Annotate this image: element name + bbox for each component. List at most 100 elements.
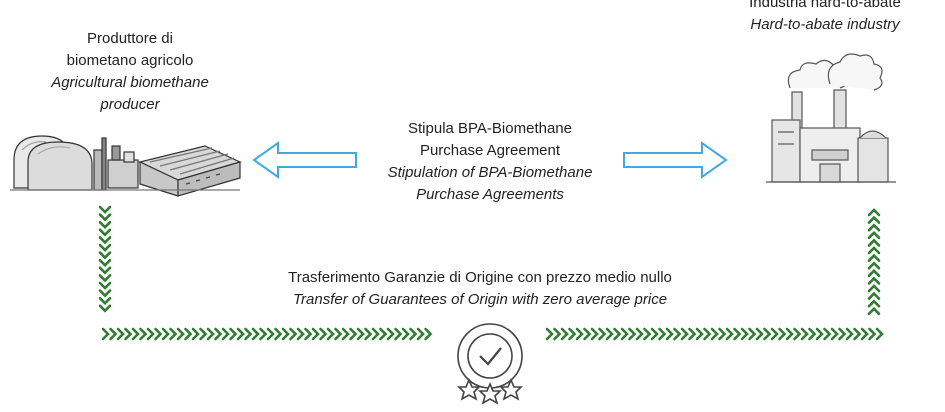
chevron-mark: [867, 223, 881, 232]
certificate-badge-icon: [457, 323, 523, 405]
chevron-mark: [718, 327, 727, 341]
chevron-mark: [583, 327, 592, 341]
chevron-mark: [770, 327, 779, 341]
chevron-mark: [98, 266, 112, 275]
factory-icon: [766, 53, 896, 183]
chevron-mark: [386, 327, 395, 341]
chevron-mark: [161, 327, 170, 341]
chevron-mark: [688, 327, 697, 341]
chevron-mark: [867, 208, 881, 217]
chevron-mark: [98, 213, 112, 222]
chevron-mark: [658, 327, 667, 341]
chevron-mark: [695, 327, 704, 341]
chevron-mark: [553, 327, 562, 341]
chevron-mark: [793, 327, 802, 341]
chevron-mark: [109, 327, 118, 341]
chevron-mark: [867, 230, 881, 240]
chevron-mark: [98, 289, 112, 298]
chevron-mark: [334, 327, 343, 341]
chevron-mark: [710, 327, 719, 341]
chevron-mark: [289, 327, 298, 341]
chevron-mark: [266, 327, 275, 341]
chevron-mark: [838, 327, 847, 341]
chevron-mark: [184, 327, 193, 341]
chevron-mark: [867, 238, 881, 247]
chevron-mark: [703, 327, 712, 341]
chevron-mark: [379, 327, 388, 341]
chevron-mark: [101, 327, 110, 341]
chevron-mark: [785, 327, 794, 341]
chevron-mark: [575, 327, 584, 341]
agreement-line2-en: Purchase Agreements: [416, 186, 564, 203]
chevron-mark: [665, 327, 674, 341]
guarantees-line-it: Trasferimento Garanzie di Origine con pr…: [288, 269, 672, 286]
chevron-mark: [416, 327, 425, 341]
guarantees-line-en: Transfer of Guarantees of Origin with ze…: [292, 291, 668, 308]
chevron-mark: [98, 220, 112, 230]
producer-title-en: Agricultural biomethane: [51, 74, 209, 91]
chevron-mark: [98, 236, 112, 245]
industry-label: Industria hard-to-abate Hard-to-abate in…: [700, 0, 945, 36]
agreement-arrow-right: [623, 141, 728, 179]
chevron-mark: [867, 291, 881, 300]
industry-title-en: Hard-to-abate industry: [750, 16, 900, 33]
guarantees-label: Trasferimento Garanzie di Origine con pr…: [180, 267, 780, 311]
chevron-mark: [680, 327, 689, 341]
chevron-mark: [371, 327, 380, 341]
chevron-mark: [116, 327, 125, 341]
chevron-mark: [867, 246, 881, 255]
chevron-mark: [424, 327, 433, 341]
chevron-mark: [733, 327, 742, 341]
chevron-mark: [778, 327, 787, 341]
chevron-mark: [845, 327, 854, 341]
chevron-mark: [311, 327, 320, 341]
chevron-mark: [326, 327, 335, 341]
agreement-arrow-left: [252, 141, 357, 179]
chevron-mark: [590, 327, 599, 341]
chevron-mark: [229, 327, 238, 341]
agreement-line1-it: Stipula BPA-Biomethane: [408, 120, 572, 137]
chevron-mark: [875, 327, 884, 341]
chevron-mark: [545, 327, 554, 341]
chevron-mark: [98, 251, 112, 260]
guarantees-chevron-path-bottom-left: [101, 327, 433, 341]
chevron-mark: [154, 327, 163, 341]
chevron-mark: [98, 296, 112, 306]
chevron-mark: [259, 327, 268, 341]
agreement-line2-it: Purchase Agreement: [419, 142, 561, 159]
chevron-mark: [98, 258, 112, 268]
chevron-mark: [605, 327, 614, 341]
chevron-mark: [763, 327, 772, 341]
chevron-mark: [725, 327, 734, 341]
chevron-mark: [199, 327, 208, 341]
guarantees-chevron-path-down: [98, 205, 112, 313]
chevron-mark: [244, 327, 253, 341]
chevron-mark: [169, 327, 178, 341]
chevron-mark: [867, 268, 881, 278]
chevron-mark: [146, 327, 155, 341]
chevron-mark: [401, 327, 410, 341]
chevron-mark: [613, 327, 622, 341]
chevron-mark: [409, 327, 418, 341]
chevron-mark: [236, 327, 245, 341]
chevron-mark: [673, 327, 682, 341]
chevron-mark: [867, 253, 881, 262]
chevron-mark: [274, 327, 283, 341]
producer-title-it: Produttore di: [87, 30, 173, 47]
chevron-mark: [364, 327, 373, 341]
chevron-mark: [815, 327, 824, 341]
chevron-mark: [319, 327, 328, 341]
chevron-mark: [221, 327, 230, 341]
chevron-mark: [341, 327, 350, 341]
producer-title-it-2: biometano agricolo: [66, 52, 194, 69]
chevron-mark: [650, 327, 659, 341]
chevron-mark: [867, 306, 881, 316]
chevron-mark: [868, 327, 877, 341]
chevron-mark: [281, 327, 290, 341]
chevron-mark: [191, 327, 200, 341]
chevron-mark: [349, 327, 358, 341]
chevron-mark: [124, 327, 133, 341]
chevron-mark: [598, 327, 607, 341]
industry-title-it: Industria hard-to-abate: [749, 0, 901, 11]
